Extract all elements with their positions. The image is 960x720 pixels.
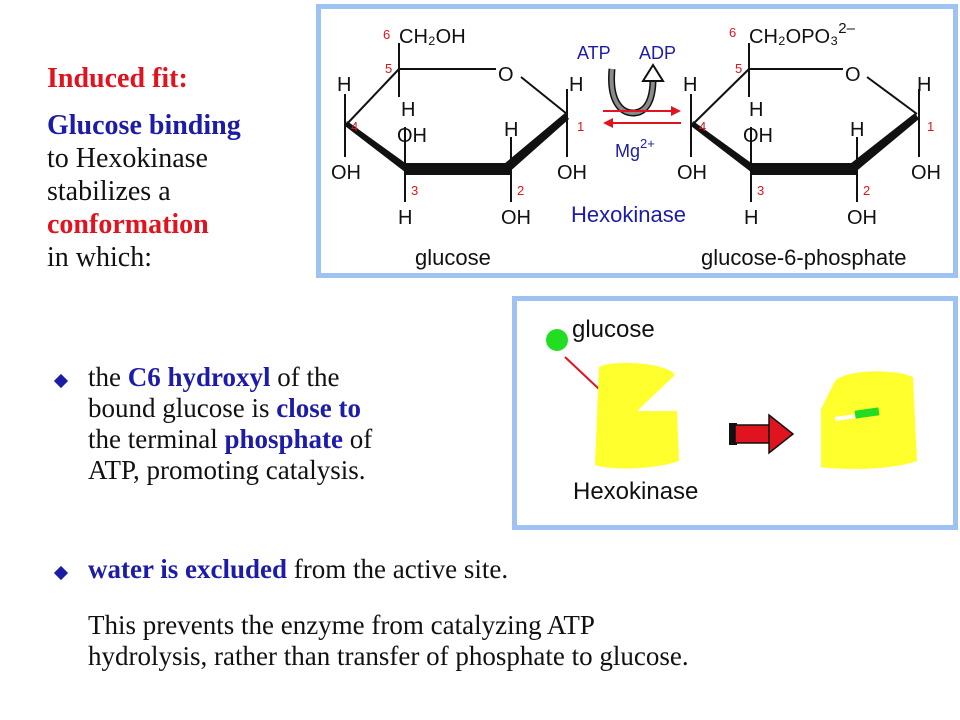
g6p-c3-number: 3 — [757, 183, 764, 198]
g6p-ring-o: O — [845, 64, 861, 86]
intro-line-1: Glucose binding — [47, 110, 241, 141]
glucose-ring-o: O — [498, 64, 514, 86]
note-line-1: This prevents the enzyme from catalyzing… — [88, 610, 595, 640]
adp-label: ADP — [639, 43, 676, 63]
bullet1-t1: the — [88, 362, 128, 392]
glucose-c3-h: H — [398, 207, 412, 229]
glucose-c1-number: 1 — [577, 119, 584, 134]
glucose-c5-number: 5 — [385, 61, 392, 76]
reaction-panel: 6 CH₂OH 5 H O H 4 OH OH 3 H H 2 OH H 1 O… — [316, 4, 958, 278]
intro-text: Induced fit: Glucose binding to Hexokina… — [47, 62, 317, 274]
g6p-c3-h: H — [744, 207, 758, 229]
glucose-c2-oh: OH — [501, 207, 531, 229]
glucose-c2-number: 2 — [517, 183, 524, 198]
glucose-c5-h: H — [401, 99, 415, 121]
reaction-diagram: 6 CH₂OH 5 H O H 4 OH OH 3 H H 2 OH H 1 O… — [331, 20, 941, 270]
bullet1-t3: of the — [270, 362, 340, 392]
bullet-1-text: the C6 hydroxyl of the bound glucose is … — [88, 362, 508, 486]
glucose-c6-group: CH₂OH — [399, 26, 466, 48]
g6p-c4-h: H — [683, 74, 697, 96]
open-enzyme-shape — [595, 362, 679, 469]
glucose-c3-oh: OH — [397, 125, 427, 147]
note-line-2: hydrolysis, rather than transfer of phos… — [88, 641, 689, 671]
g6p-c4-number: 4 — [699, 119, 706, 134]
g6p-c1-oh: OH — [911, 162, 941, 184]
glucose-c6-number: 6 — [383, 27, 390, 42]
intro-line-4: conformation — [47, 209, 209, 240]
g6p-c5-h: H — [749, 99, 763, 121]
glucose-c3-number: 3 — [411, 183, 418, 198]
g6p-c6-group: CH₂OPO₃2– — [749, 20, 856, 48]
g6p-c5-number: 5 — [735, 61, 742, 76]
glucose-ring — [344, 43, 569, 202]
bullet-2-text: water is excluded from the active site. — [88, 554, 908, 585]
g6p-c2-number: 2 — [863, 183, 870, 198]
intro-heading: Induced fit: — [47, 63, 188, 94]
g6p-c1-h: H — [917, 74, 931, 96]
cartoon-glucose-label: glucose — [572, 316, 655, 343]
g6p-c2-h: H — [850, 119, 864, 141]
glucose-c4-oh: OH — [331, 162, 361, 184]
g6p-c1-number: 1 — [927, 119, 934, 134]
g6p-label: glucose-6-phosphate — [701, 245, 906, 270]
glucose-c1-oh: OH — [557, 162, 587, 184]
glucose-label: glucose — [415, 245, 491, 270]
glucose-molecule-icon — [546, 329, 568, 351]
mg-label: Mg2+ — [615, 136, 655, 161]
bullet1-t2: C6 hydroxyl — [127, 362, 271, 392]
g6p-c3-oh: OH — [743, 125, 773, 147]
g6p-ring — [690, 43, 920, 202]
bullet-1-icon — [53, 373, 69, 389]
bullet1-t5: close to — [276, 393, 361, 423]
induced-fit-panel: glucose Hexokinase — [512, 296, 958, 530]
bullet-2-icon — [53, 565, 69, 581]
hexokinase-label: Hexokinase — [571, 202, 686, 227]
g6p-c6-number: 6 — [729, 25, 736, 40]
intro-line-3: stabilizes a — [47, 176, 171, 207]
bullet1-t9: ATP, promoting catalysis. — [88, 455, 366, 485]
g6p-c2-oh: OH — [847, 207, 877, 229]
transition-arrow-icon — [729, 413, 795, 455]
adp-arrowhead — [641, 63, 665, 82]
explanation-note: This prevents the enzyme from catalyzing… — [88, 610, 948, 672]
intro-line-2: to Hexokinase — [47, 143, 208, 174]
bullet1-t4: bound glucose is — [88, 393, 277, 423]
atp-label: ATP — [577, 43, 611, 63]
cartoon-enzyme-label: Hexokinase — [573, 478, 698, 505]
closed-enzyme-shape — [821, 371, 917, 469]
bullet1-t8: of — [343, 424, 373, 454]
bullet1-t7: phosphate — [224, 424, 343, 454]
glucose-c1-h: H — [569, 74, 583, 96]
bullet2-t2: from the active site. — [286, 554, 509, 584]
bullet1-t6: the terminal — [88, 424, 225, 454]
intro-line-5: in which: — [47, 242, 152, 273]
induced-fit-cartoon: glucose Hexokinase — [546, 316, 917, 505]
bullet2-t1: water is excluded — [88, 554, 287, 584]
glucose-c2-h: H — [504, 119, 518, 141]
glucose-c4-number: 4 — [351, 119, 358, 134]
bound-glucose-icon — [854, 407, 880, 419]
g6p-c4-oh: OH — [677, 162, 707, 184]
glucose-c4-h: H — [337, 74, 351, 96]
